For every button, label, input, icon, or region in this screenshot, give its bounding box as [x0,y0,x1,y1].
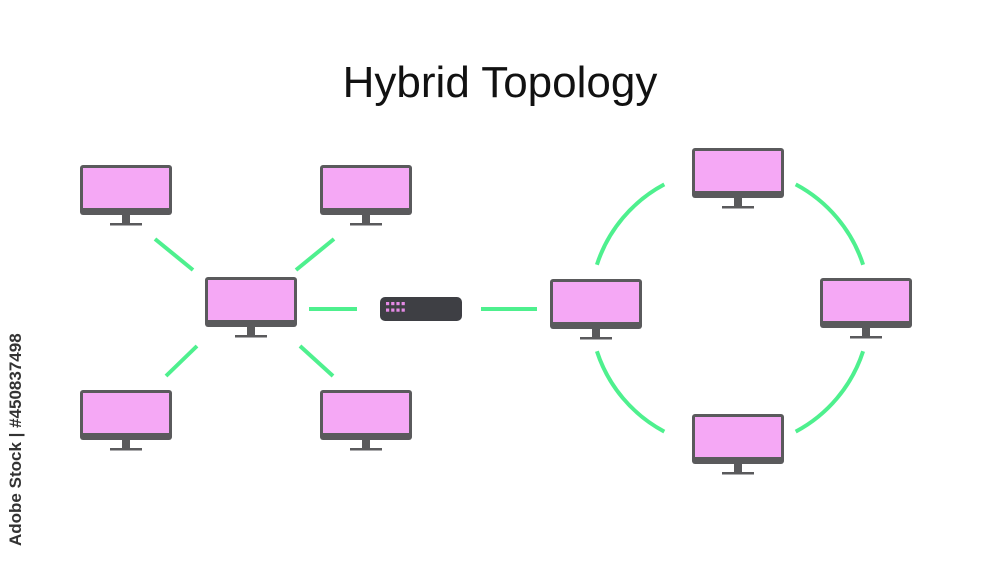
link-star-bottom-right [298,344,335,378]
link-ring-left-top [594,182,666,266]
links-layer [153,182,866,434]
computer-star-hub [205,277,297,338]
computer-ring-top [692,148,784,209]
side-credit-text: Adobe Stock | #450837498 [6,333,25,546]
link-ring-bottom-left [594,350,666,434]
desktop-monitor-icon [820,278,912,339]
computer-ring-bottom [692,414,784,475]
computer-star-top-right [320,165,412,226]
link-star-top-right [294,237,336,272]
desktop-monitor-icon [550,279,642,340]
network-switch-icon [380,297,462,321]
desktop-monitor-icon [80,390,172,451]
link-star-bottom-left [164,344,199,378]
desktop-monitor-icon [692,414,784,475]
desktop-monitor-icon [205,277,297,338]
computer-star-bottom-right [320,390,412,451]
desktop-monitor-icon [692,148,784,209]
desktop-monitor-icon [80,165,172,226]
computer-ring-left [550,279,642,340]
nodes-layer [80,148,912,475]
diagram-title: Hybrid Topology [342,58,658,107]
network-switch [380,297,462,321]
computer-star-top-left [80,165,172,226]
desktop-monitor-icon [320,390,412,451]
desktop-monitor-icon [320,165,412,226]
computer-ring-right [820,278,912,339]
link-ring-right-bottom [794,350,866,434]
link-star-top-left [153,237,195,272]
computer-star-bottom-left [80,390,172,451]
link-ring-top-right [794,182,866,266]
